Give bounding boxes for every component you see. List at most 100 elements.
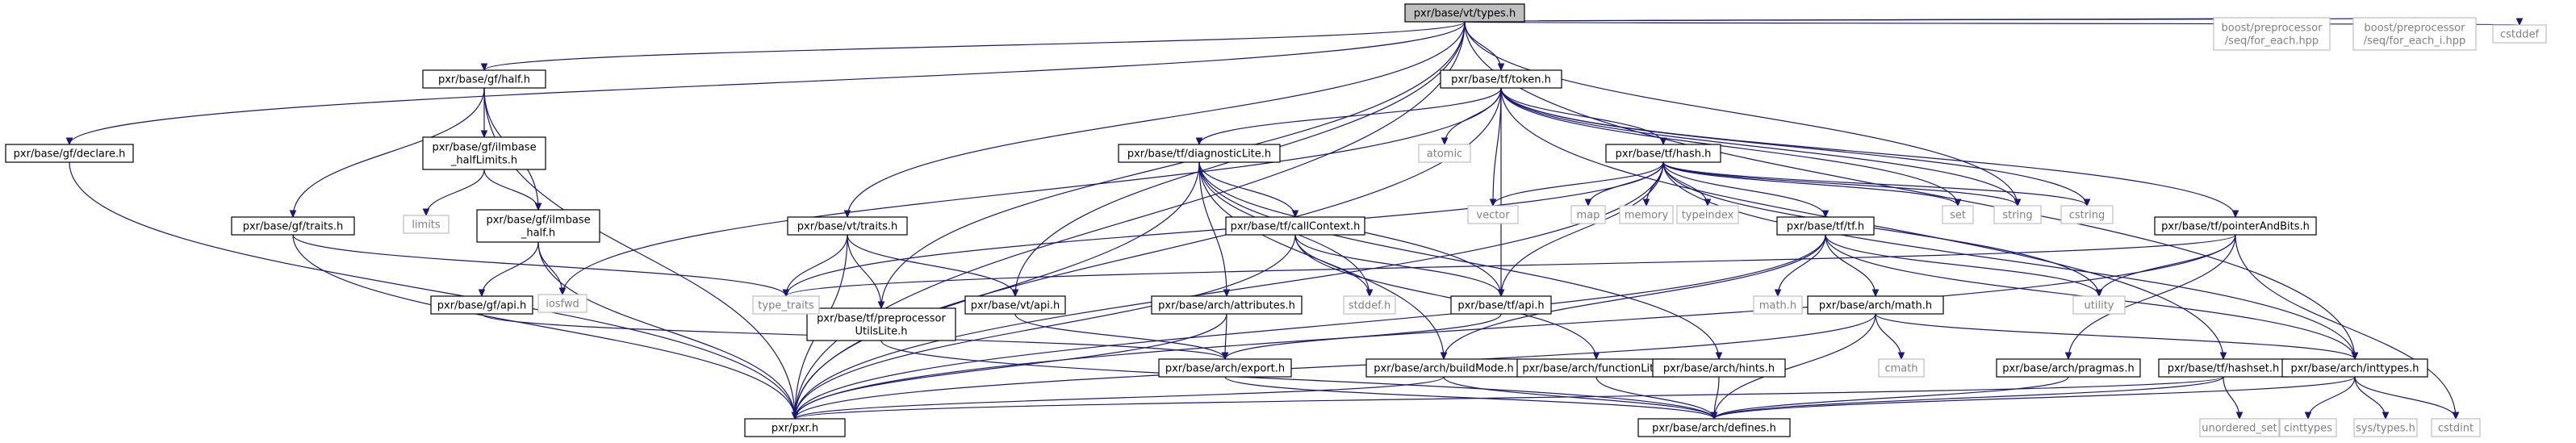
node-utility: utility [2072,295,2126,315]
node-arch-attrs[interactable]: pxr/base/arch/attributes.h [1151,295,1303,315]
edge-vt_types-to-tf_preproc [881,21,1466,308]
file-nodes: pxr/base/vt/types.h pxr/base/gf/declare.h… [5,3,2547,437]
node-tf-diaglite[interactable]: pxr/base/tf/diagnosticLite.h [1118,144,1281,163]
node-label: pxr/base/gf/traits.h [243,221,344,233]
node-label: pxr/base/tf/token.h [1451,74,1551,86]
node-type-traits: type_traits [752,295,820,315]
edge-tf_hash-to-set [1662,161,1958,206]
edge-tf_hash-to-cstring [1662,161,2087,206]
node-box [231,216,355,236]
edge-arch_inttypes-to-cstdint [2354,376,2456,419]
edge-tf_diaglite-to-tf_callctx [1198,161,1295,217]
edge-vt_types-to-pxr_pxr [795,21,1466,419]
node-arch-defines[interactable]: pxr/base/arch/defines.h [1637,418,1791,437]
node-label: unordered_set [2202,423,2277,435]
node-tf-hashset[interactable]: pxr/base/tf/hashset.h [2158,358,2289,378]
node-label: sys/types.h [2356,423,2415,435]
node-typeindex: typeindex [1676,205,1739,224]
edge-arch_math-to-arch_defines [1714,313,1876,419]
node-arch-math[interactable]: pxr/base/arch/math.h [1807,295,1944,315]
node-label: pxr/base/gf/ilmbase [432,142,536,154]
node-label: pxr/base/arch/buildMode.h [1374,363,1514,375]
node-box [2213,17,2331,51]
edge-tf_callctx-to-arch_funclite [1294,234,1596,359]
node-label: utility [2085,300,2114,312]
edge-arch_buildmode-to-arch_defines [1443,376,1714,419]
node-gf-api[interactable]: pxr/base/gf/api.h [430,295,533,315]
edge-tf_tf-to-arch_buildmode [1444,234,1826,359]
node-tf-api[interactable]: pxr/base/tf/api.h [1450,295,1552,315]
node-label: pxr/base/tf/diagnosticLite.h [1127,148,1271,161]
node-pxr-pxr[interactable]: pxr/pxr.h [744,418,846,437]
node-box [1878,358,1925,378]
include-edges [69,18,2520,419]
edge-gf_ilmbase_halfLimits-to-gf_ilmbase_half [483,169,538,210]
node-box [2492,24,2547,44]
node-tf-callctx[interactable]: pxr/base/tf/callContext.h [1225,216,1365,236]
node-gf-traits[interactable]: pxr/base/gf/traits.h [231,216,355,236]
edge-arch_math-to-arch_inttypes [1875,313,2355,359]
edge-tf_hash-to-tf_tf [1662,161,1825,217]
edge-arch_pragmas-to-arch_defines [1714,376,2069,419]
node-label: map [1577,210,1600,222]
node-box [1404,3,1525,23]
node-label: pxr/base/arch/math.h [1819,300,1932,312]
node-box [1753,295,1803,315]
node-label: pxr/base/arch/pragmas.h [2002,363,2134,375]
node-box [476,209,600,243]
node-arch-pragmas[interactable]: pxr/base/arch/pragmas.h [1996,358,2141,378]
node-box [537,294,588,313]
node-label: stddef.h [1349,300,1390,312]
edge-tf_hash-to-tf_api [1501,161,1664,296]
node-vt-api[interactable]: pxr/base/vt/api.h [964,295,1066,315]
edge-tf_tf-to-utility [1825,234,2099,296]
edge-tf_token-to-iosfwd [562,87,1502,295]
node-vt-traits[interactable]: pxr/base/vt/traits.h [787,216,908,236]
node-label: pxr/base/tf/api.h [1457,300,1544,312]
node-gf-ilmbase-half[interactable]: pxr/base/gf/ilmbase_half.h [476,209,600,243]
node-tf-hash[interactable]: pxr/base/tf/hash.h [1605,144,1721,163]
node-arch-export[interactable]: pxr/base/arch/export.h [1158,358,1292,378]
node-box [5,144,134,163]
node-cinttypes: cinttypes [2279,418,2337,437]
node-label: pxr/base/arch/attributes.h [1158,300,1295,312]
node-arch-buildmode[interactable]: pxr/base/arch/buildMode.h [1365,358,1522,378]
node-label: string [2002,210,2032,222]
node-gf-declare[interactable]: pxr/base/gf/declare.h [5,144,134,163]
node-gf-ilmbase-halfLimits[interactable]: pxr/base/gf/ilmbase_halfLimits.h [422,136,546,170]
node-tf-tf[interactable]: pxr/base/tf/tf.h [1776,216,1875,236]
edge-tf_ptrbits-to-type_traits [786,234,2236,296]
node-label: pxr/base/arch/export.h [1165,363,1285,375]
node-box [1225,216,1365,236]
node-label: pxr/base/vt/traits.h [797,221,897,233]
node-arch-funclite[interactable]: pxr/base/arch/functionLite.h [1516,358,1676,378]
edge-tf_hash-to-arch_inttypes [1662,161,2355,359]
edge-gf_declare-to-pxr_pxr [69,161,795,419]
edge-tf_callctx-to-pxr_pxr [795,234,1296,419]
edge-tf_hashset-to-arch_defines [1714,376,2224,419]
node-cstring: cstring [2060,205,2114,224]
node-arch-hints[interactable]: pxr/base/arch/hints.h [1652,358,1786,378]
node-box [430,295,533,315]
node-label: iosfwd [546,299,579,311]
node-box [2353,418,2418,437]
node-vt-types[interactable]: pxr/base/vt/types.h [1404,3,1525,23]
node-tf-ptrbits[interactable]: pxr/base/tf/pointerAndBits.h [2154,216,2317,236]
edge-tf_token-to-set [1500,87,1958,206]
edge-tf_ptrbits-to-cstdint [2235,234,2456,419]
edge-arch_funclite-to-arch_defines [1595,376,1714,419]
node-label: memory [1625,210,1669,222]
node-arch-inttypes[interactable]: pxr/base/arch/inttypes.h [2281,358,2428,378]
node-box [787,216,908,236]
edge-vt_traits-to-vt_api [847,234,1015,296]
node-tf-token[interactable]: pxr/base/tf/token.h [1440,69,1562,89]
node-label: pxr/base/tf/callContext.h [1231,221,1361,233]
node-box [744,418,846,437]
node-box [1942,205,1974,224]
node-gf-half[interactable]: pxr/base/gf/half.h [422,69,546,89]
node-label: limits [412,219,441,232]
edge-gf_traits-to-type_traits [292,234,786,296]
node-box [1158,358,1292,378]
node-label: cinttypes [2284,423,2332,435]
